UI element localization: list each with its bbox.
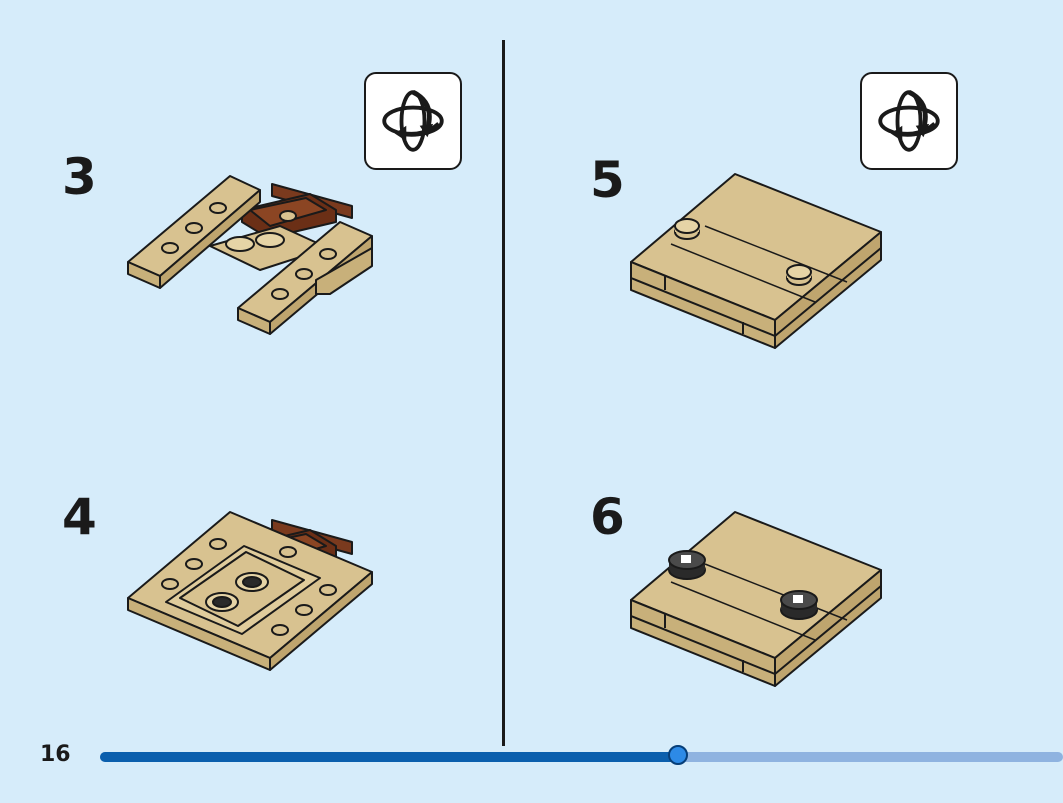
rotate-model-icon — [364, 72, 462, 170]
page-number: 16 — [40, 742, 71, 767]
step-4-model — [127, 511, 373, 671]
progress-bar — [100, 745, 1063, 765]
step-number-3: 3 — [62, 148, 97, 206]
column-divider — [502, 40, 505, 746]
step-number-6: 6 — [590, 488, 625, 546]
step-number-5: 5 — [590, 151, 625, 209]
rotate-model-icon — [860, 72, 958, 170]
progress-fill — [100, 752, 678, 762]
step-5-model — [630, 173, 882, 349]
step-3-model — [127, 175, 373, 335]
progress-handle — [667, 745, 688, 765]
step-number-4: 4 — [62, 488, 97, 546]
step-6-model — [630, 511, 882, 687]
